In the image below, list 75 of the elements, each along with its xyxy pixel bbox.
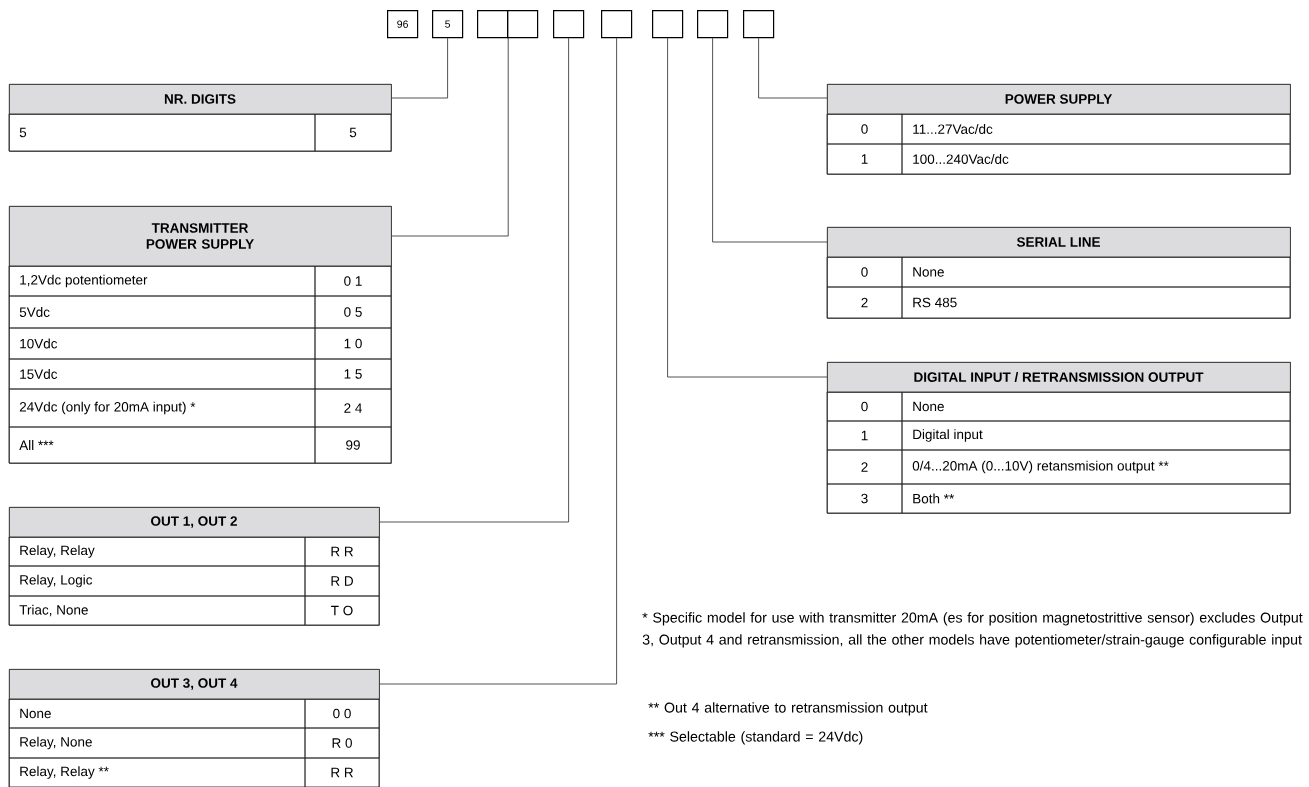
option-table [826,362,1291,514]
table-cell: 1 [826,143,903,175]
table-cell: R R [304,536,380,567]
table-cell: 24Vdc (only for 20mA input) * [8,388,316,428]
option-table [8,206,392,464]
table-cell: 0 [826,391,903,422]
table-cell: All *** [8,426,316,464]
table-cell: Relay, Logic [8,565,306,597]
option-table [826,84,1291,175]
connector-line [391,37,509,237]
table-cell: 0 [826,256,903,288]
empty-code-box [697,10,729,39]
option-table [8,669,380,787]
table-cell: 5 [314,113,392,152]
table-cell: 1,2Vdc potentiometer [8,265,316,297]
footnote: *** Selectable (standard = 24Vdc) [648,731,863,745]
table-cell: 2 [826,449,903,485]
table-cell: 1 5 [314,358,392,390]
connector-line [712,37,828,243]
table-cell: 2 4 [314,388,392,428]
table-cell: Triac, None [8,595,306,626]
table-header: NR. DIGITS [9,84,392,115]
table-cell: Both ** [901,483,1291,514]
table-cell: None [901,256,1291,288]
table-cell: 0/4...20mA (0...10V) retansmision output ** [901,449,1291,485]
table-cell: None [901,391,1291,422]
table-cell: 5Vdc [8,295,316,329]
table-cell: 0 0 [304,698,380,729]
table-header: SERIAL LINE [827,227,1291,258]
connector-line [379,37,617,685]
table-cell: Relay, None [8,727,306,759]
code-digit-box: 96 [387,10,419,39]
empty-code-box [553,10,585,39]
empty-code-box [743,10,775,39]
table-cell: 99 [314,426,392,464]
table-header: OUT 1, OUT 2 [9,507,380,538]
connector-line [391,37,448,99]
empty-code-box [507,10,539,39]
table-cell: R D [304,565,380,597]
connector-line [667,37,828,378]
table-cell: Digital input [901,420,1291,451]
connector-line [758,37,828,99]
table-cell: 0 [826,113,903,145]
footnote: ** Out 4 alternative to retransmission output [648,702,928,716]
table-cell: 10Vdc [8,327,316,360]
code-digit-box: 5 [432,10,464,39]
table-cell: RS 485 [901,286,1291,319]
table-cell: None [8,698,306,729]
table-cell: 15Vdc [8,358,316,390]
table-cell: Relay, Relay ** [8,757,306,787]
table-cell: 0 1 [314,265,392,297]
table-cell: 2 [826,286,903,319]
table-cell: 1 [826,420,903,451]
footnote: * Specific model for use with transmitter 20mA (es for position magnetostrittive sensor) excludes Output 3, Output 4 and retransmission, all the other models have potentiometer/strain-gauge configurable input [642,612,1303,648]
empty-code-box [477,10,509,39]
table-cell: 100...240Vac/dc [901,143,1291,175]
option-table [8,84,392,152]
table-cell: 5 [8,113,316,152]
table-header: DIGITAL INPUT / RETRANSMISSION OUTPUT [827,362,1291,393]
table-cell: Relay, Relay [8,536,306,567]
option-table [8,507,380,626]
empty-code-box [601,10,633,39]
table-cell: 0 5 [314,295,392,329]
table-cell: R 0 [304,727,380,759]
table-cell: 1 0 [314,327,392,360]
table-header: OUT 3, OUT 4 [9,669,380,700]
connector-line [379,37,569,523]
empty-code-box [652,10,684,39]
table-cell: R R [304,757,380,787]
table-header: POWER SUPPLY [827,84,1291,115]
table-cell: T O [304,595,380,626]
table-cell: 11...27Vac/dc [901,113,1291,145]
table-header: TRANSMITTER POWER SUPPLY [9,206,392,267]
option-table [826,227,1291,319]
table-cell: 3 [826,483,903,514]
